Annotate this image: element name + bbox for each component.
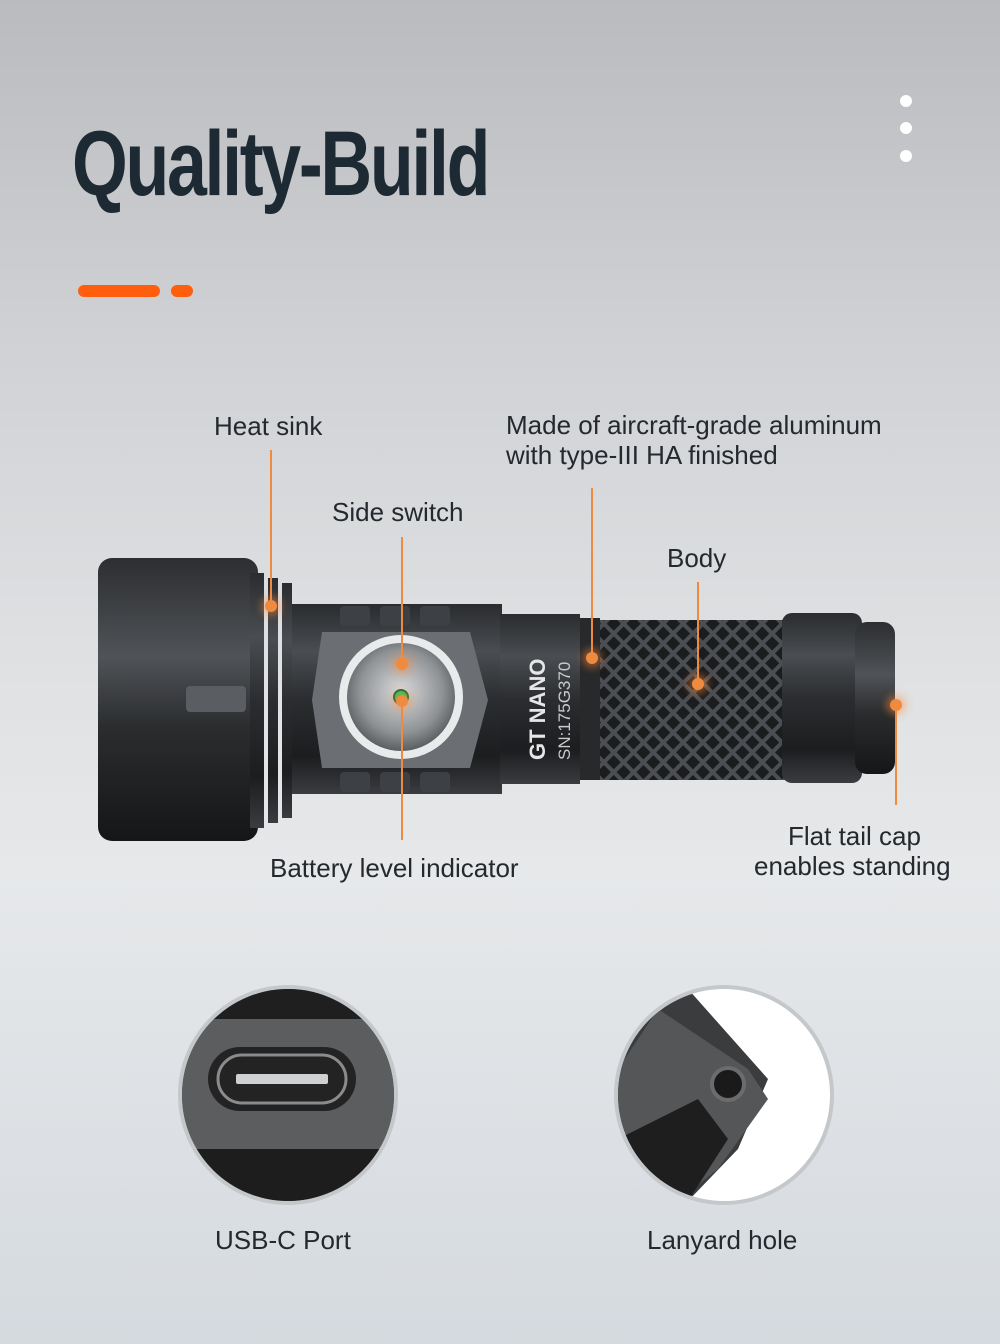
heat-sink-leader-line <box>270 450 272 605</box>
tail-cap-label-line1: Flat tail cap <box>788 821 921 851</box>
aluminum-marker <box>586 652 598 664</box>
lanyard-hole-label: Lanyard hole <box>647 1225 798 1255</box>
lanyard-hole-image <box>614 985 834 1205</box>
tail-cap-label-line2: enables standing <box>754 851 951 881</box>
battery-indicator-label: Battery level indicator <box>270 853 519 883</box>
side-switch-label: Side switch <box>332 497 464 527</box>
side-switch-marker <box>396 658 408 670</box>
usb-c-port-label: USB-C Port <box>215 1225 351 1255</box>
battery-indicator-leader-line <box>401 700 403 840</box>
lanyard-hole-icon <box>618 989 768 1201</box>
engraving-name: GT NANO <box>525 659 550 760</box>
body-marker <box>692 678 704 690</box>
aluminum-leader-line <box>591 488 593 658</box>
heat-sink-label: Heat sink <box>214 411 323 441</box>
aluminum-label-line1: Made of aircraft-grade aluminum <box>506 410 882 440</box>
accent-bar-short <box>171 285 193 297</box>
usb-c-port-icon <box>182 989 394 1201</box>
side-switch-leader-line <box>401 537 403 663</box>
tail-cap-marker <box>890 699 902 711</box>
usb-c-port-image <box>178 985 398 1205</box>
aluminum-label-line2: with type-III HA finished <box>506 440 778 470</box>
engraving-serial: SN:175G370 <box>555 662 574 760</box>
accent-bar-long <box>78 285 160 297</box>
body-label: Body <box>667 543 727 573</box>
body-leader-line <box>697 582 699 682</box>
battery-indicator-marker <box>396 695 408 707</box>
heat-sink-marker <box>265 600 277 612</box>
tail-cap-leader-line <box>895 705 897 805</box>
vertical-ellipsis-icon[interactable] <box>896 93 916 167</box>
page-title: Quality-Build <box>72 113 490 215</box>
